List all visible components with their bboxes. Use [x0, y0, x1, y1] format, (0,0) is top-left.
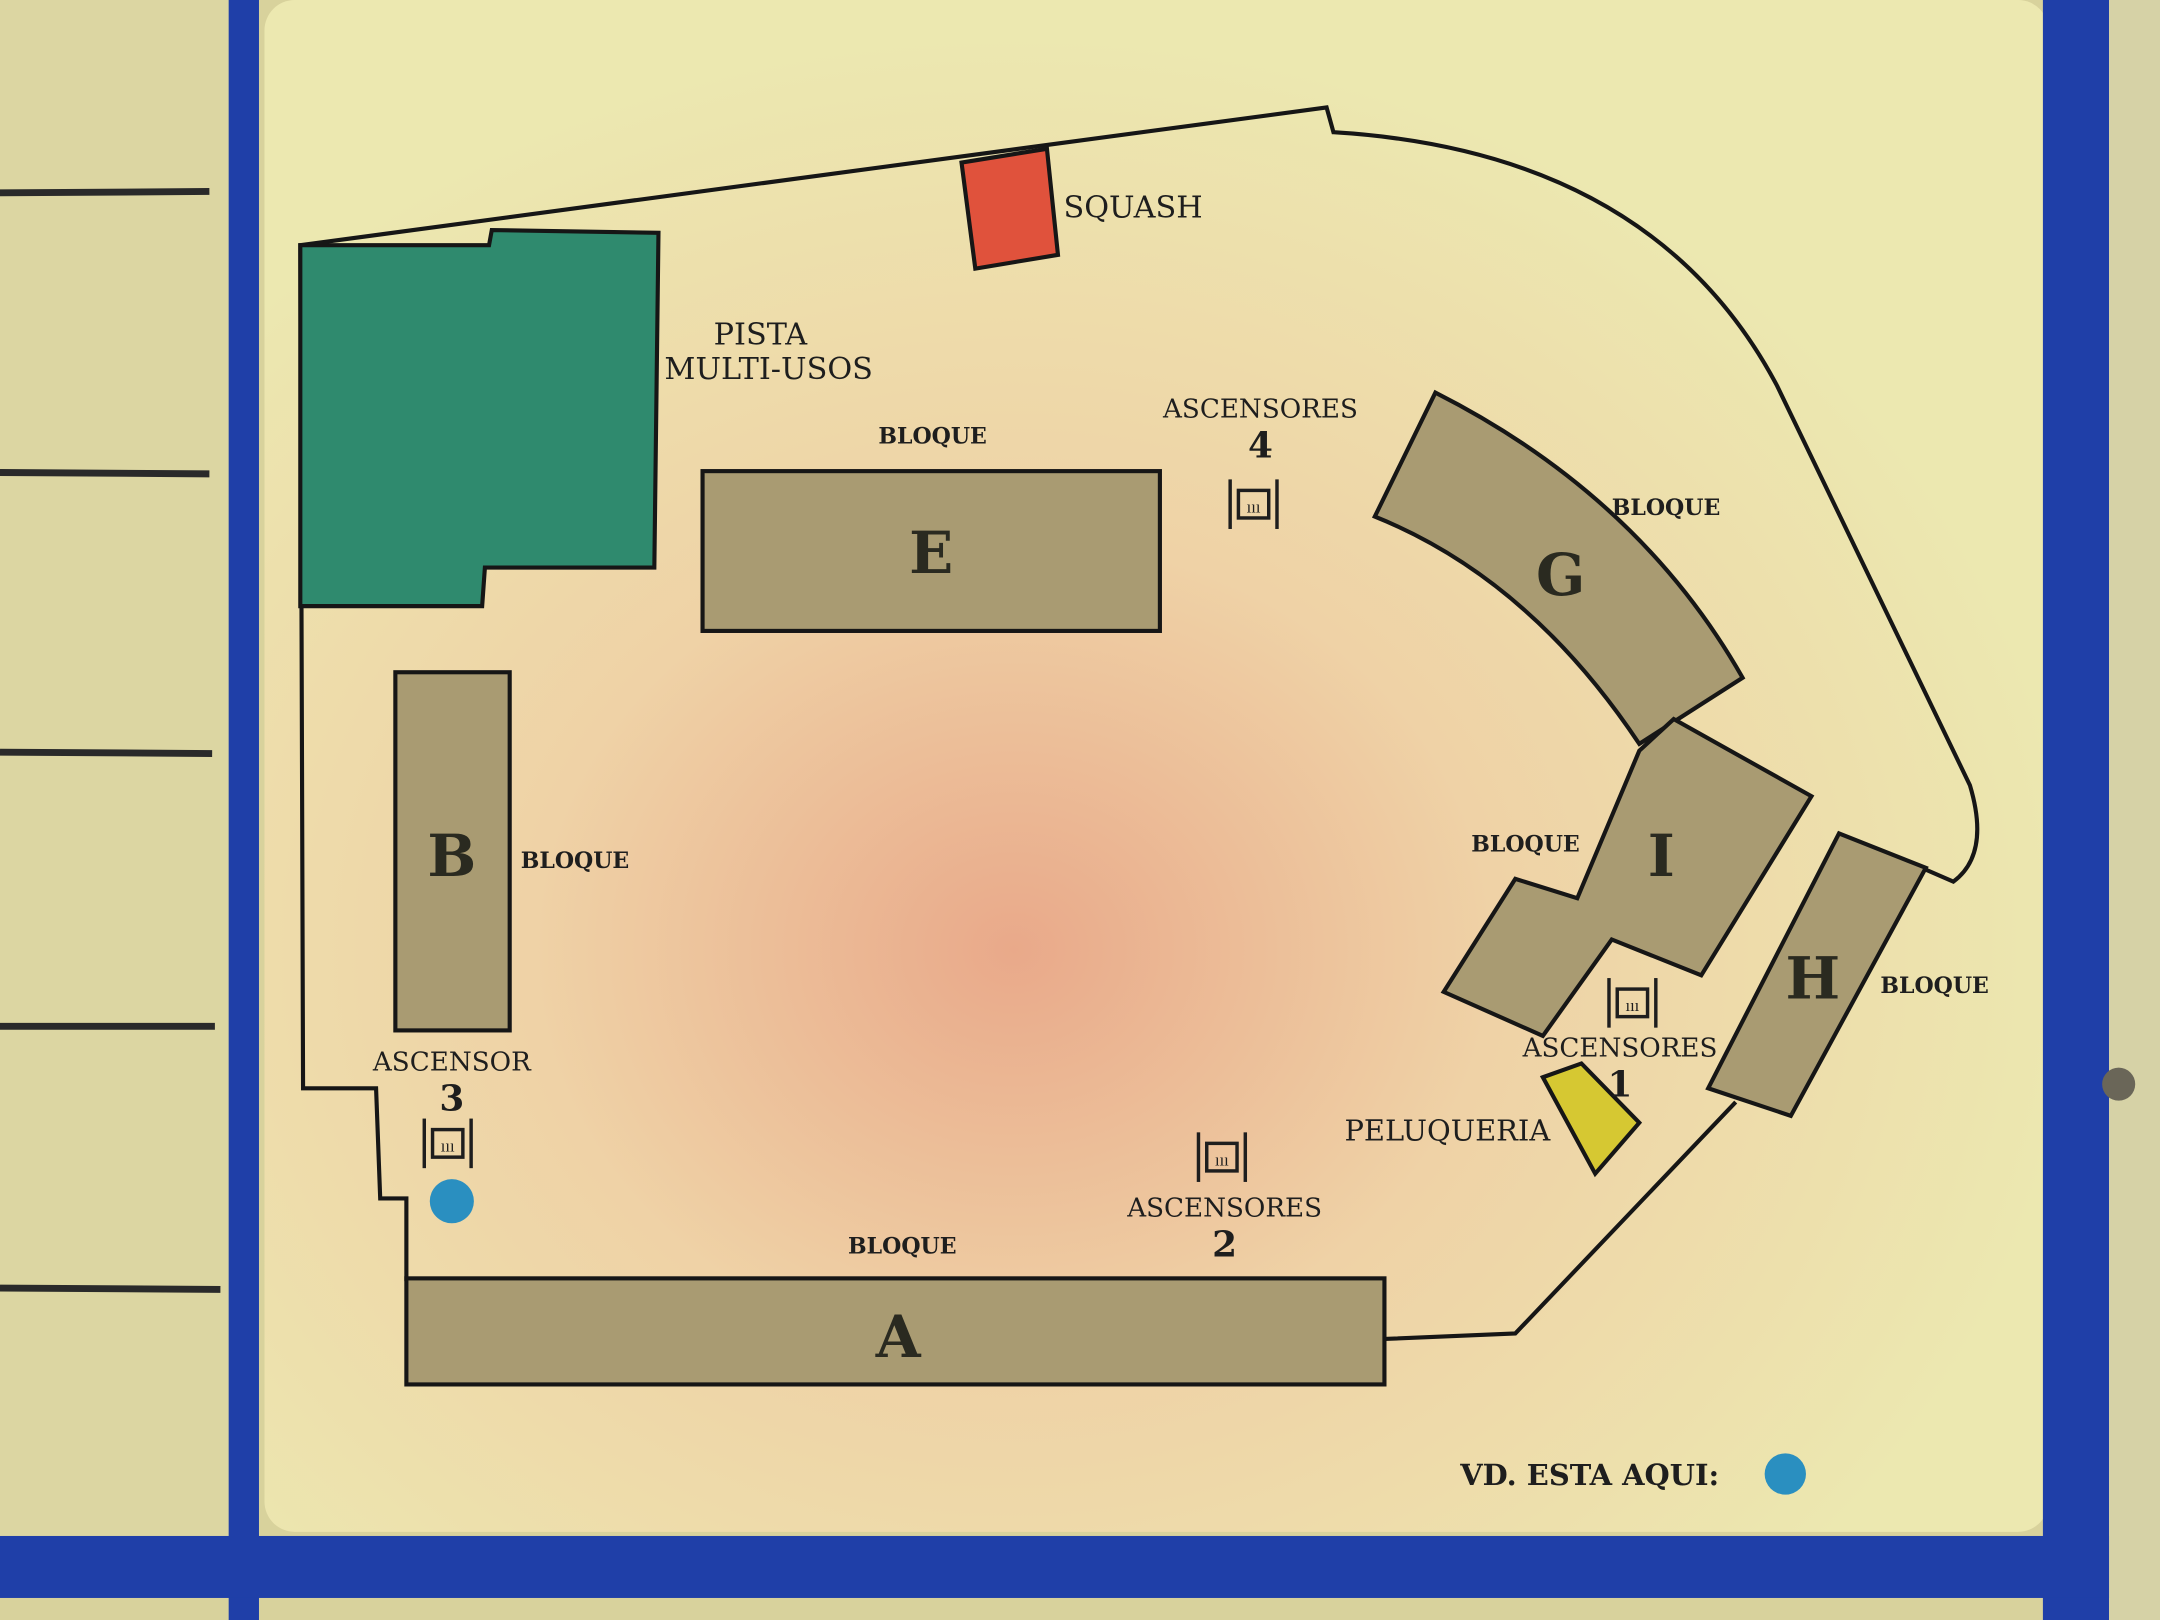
block-b-label: BLOQUE: [521, 848, 630, 874]
peluqueria[interactable]: [1539, 1061, 1643, 1178]
block-i-letter: I: [1648, 822, 1675, 890]
site-outline: [298, 105, 1980, 1342]
block-e-letter: E: [909, 519, 953, 587]
block-g[interactable]: [1371, 389, 1746, 747]
block-g-letter: G: [1536, 541, 1585, 609]
peluqueria-label: PELUQUERIA: [1344, 1114, 1551, 1148]
elevator-2-label: ASCENSORES: [1126, 1193, 1322, 1223]
elevator-1-label: ASCENSORES: [1522, 1034, 1718, 1064]
left-panel: [0, 0, 232, 1536]
elevator-3-label: ASCENSOR: [372, 1047, 532, 1077]
block-e[interactable]: [700, 469, 1162, 633]
block-b[interactable]: [393, 670, 512, 1033]
pista-label-line1: PISTA: [714, 317, 809, 352]
svg-text:ııı: ııı: [1626, 996, 1640, 1015]
block-b-letter: B: [427, 822, 476, 890]
svg-text:ııı: ııı: [441, 1137, 455, 1156]
block-h-letter: H: [1786, 945, 1841, 1013]
squash-court[interactable]: [959, 146, 1061, 272]
elevator-2-number: 2: [1212, 1223, 1237, 1265]
block-g-label: BLOQUE: [1612, 495, 1720, 521]
legend-you-are-here: VD. ESTA AQUI:: [1459, 1458, 1719, 1492]
elevator-icon: ııı: [1196, 1132, 1248, 1182]
left-panel-lines: [0, 188, 221, 1293]
elevator-icon: ııı: [422, 1118, 473, 1169]
elevator-icon: ııı: [1607, 978, 1658, 1028]
elevator-4-label: ASCENSORES: [1162, 394, 1358, 424]
svg-text:ııı: ııı: [1215, 1150, 1229, 1169]
squash-label: SQUASH: [1063, 191, 1202, 226]
block-h[interactable]: [1705, 830, 1929, 1119]
elevator-4-number: 4: [1248, 424, 1273, 466]
block-h-label: BLOQUE: [1880, 973, 1988, 999]
pista-label-line2: MULTI-USOS: [664, 352, 873, 387]
screw: [2102, 1067, 2136, 1101]
elevator-icon: ııı: [1228, 479, 1279, 529]
block-e-label: BLOQUE: [878, 424, 987, 450]
you-are-here-marker: [429, 1179, 474, 1224]
block-i[interactable]: [1440, 716, 1815, 1039]
block-a-label: BLOQUE: [848, 1234, 956, 1260]
elevator-1-number: 1: [1608, 1064, 1633, 1106]
block-i-label: BLOQUE: [1471, 831, 1580, 857]
svg-text:ııı: ııı: [1247, 497, 1261, 516]
pista-multiusos[interactable]: [298, 227, 661, 609]
legend-marker-icon: [1764, 1453, 1806, 1495]
elevator-3-number: 3: [439, 1077, 464, 1119]
block-a[interactable]: [404, 1276, 1387, 1387]
block-a-letter: A: [875, 1303, 922, 1371]
